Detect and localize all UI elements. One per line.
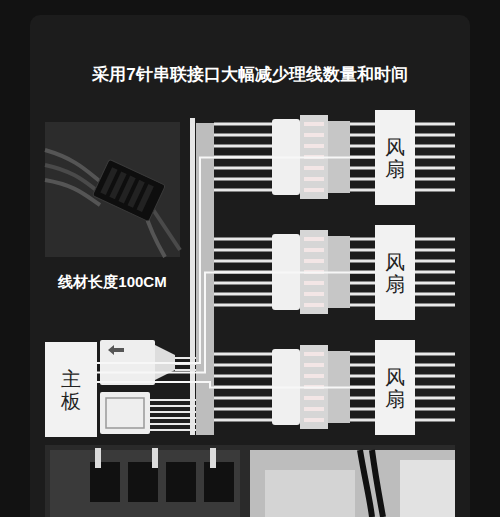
fan-box: 风扇 xyxy=(375,340,415,435)
node-text: 风扇 xyxy=(385,136,405,180)
bottom-photos xyxy=(45,445,455,517)
node-text: 主板 xyxy=(61,368,81,412)
header-connector xyxy=(100,340,196,434)
fan-cable xyxy=(97,158,375,363)
panel xyxy=(30,15,470,517)
wire-bundle xyxy=(190,118,195,435)
node-text: 风扇 xyxy=(385,366,405,410)
cable-length-note: 线材长度100CM xyxy=(45,273,180,292)
fan-box: 风扇 xyxy=(375,110,415,205)
mainboard-box: 主板 xyxy=(45,342,97,437)
title: 采用7针串联接口大幅减少理线数量和时间 xyxy=(30,63,470,86)
node-text: 风扇 xyxy=(385,251,405,295)
connector-photo xyxy=(45,122,180,257)
fan-box: 风扇 xyxy=(375,225,415,320)
fan-cable xyxy=(97,382,375,388)
